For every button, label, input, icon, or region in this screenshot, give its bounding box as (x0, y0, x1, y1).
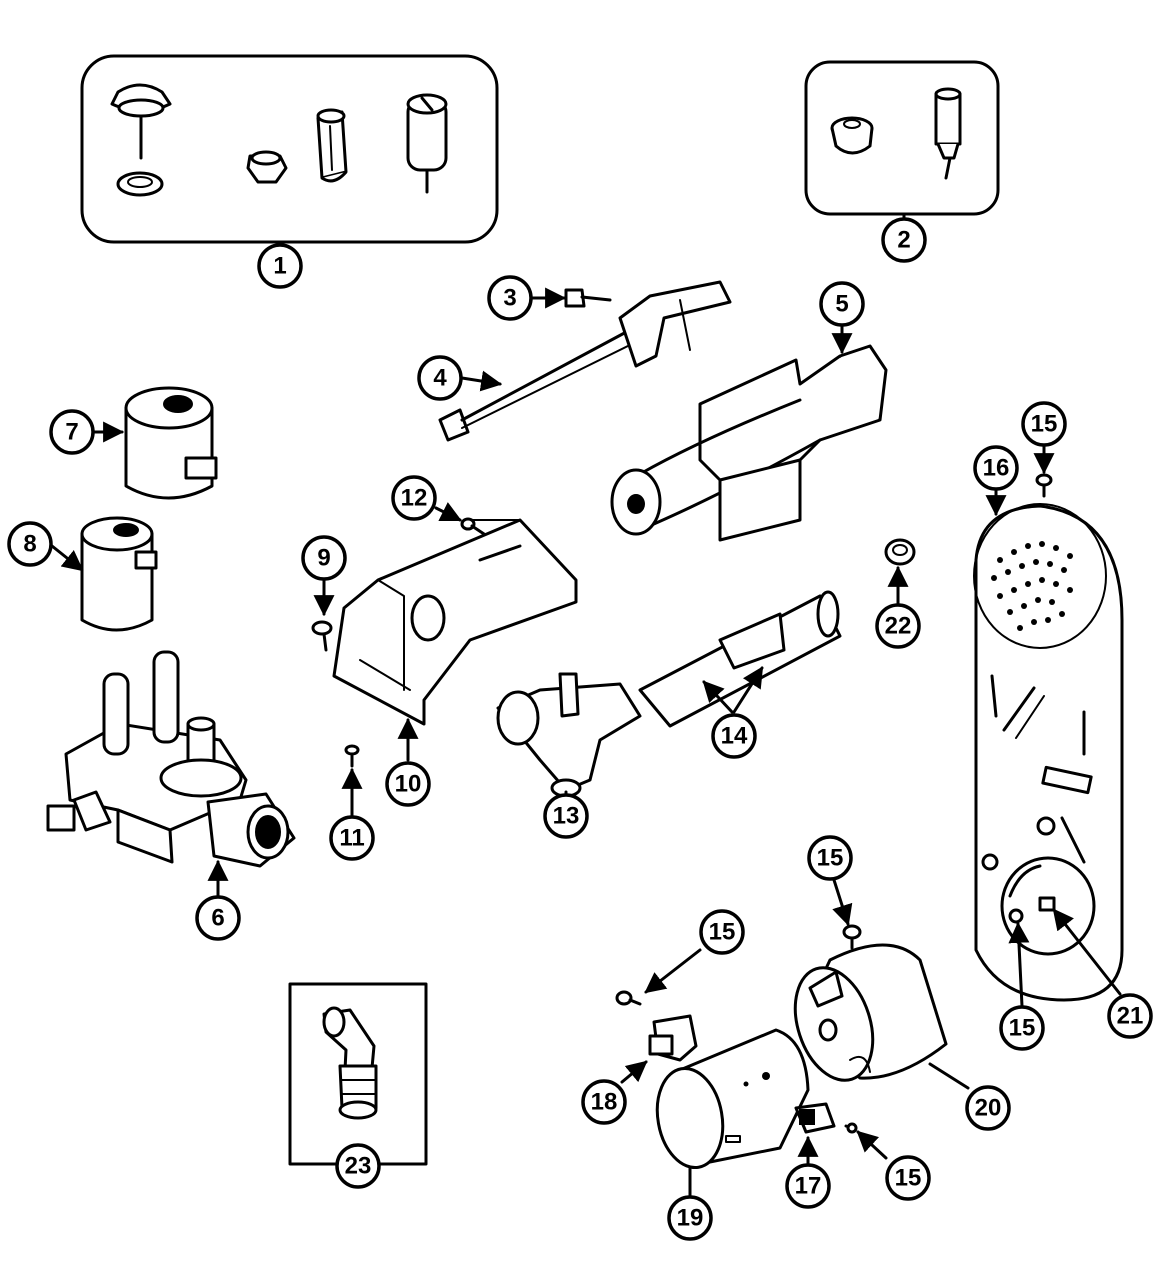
callout-label: 13 (553, 803, 580, 830)
callout-17: 17 (785, 1163, 831, 1209)
part-4-igniter (438, 280, 732, 442)
callout-15-e: 15 (885, 1155, 931, 1201)
callout-label: 15 (817, 845, 844, 872)
callout-label: 15 (1031, 411, 1058, 438)
callout-10: 10 (385, 761, 431, 807)
part-15-screw-cyl (842, 924, 862, 950)
callouts: 1 2 3 4 5 6 7 8 9 10 11 12 13 14 15 15 1… (7, 217, 1153, 1241)
callout-15-b: 15 (999, 1005, 1045, 1051)
part-16-housing (973, 503, 1124, 1002)
callout-label: 1 (273, 253, 286, 280)
callout-label: 22 (885, 613, 912, 640)
part-7-coil (124, 386, 218, 500)
part-14-pipe (638, 590, 842, 728)
callout-label: 2 (897, 227, 910, 254)
callout-label: 18 (591, 1089, 618, 1116)
part-15-screw-17 (844, 1122, 858, 1134)
callout-9: 9 (301, 535, 347, 581)
kit1-cap (110, 83, 172, 197)
callout-7: 7 (49, 409, 95, 455)
callout-8: 8 (7, 521, 53, 567)
callout-15-c: 15 (807, 835, 853, 881)
callout-label: 19 (677, 1205, 704, 1232)
callout-label: 15 (895, 1165, 922, 1192)
part-5-burner (610, 344, 888, 542)
callout-label: 12 (401, 485, 428, 512)
kit-box-1 (80, 54, 499, 244)
callout-1: 1 (257, 243, 303, 289)
part-15-screw-plate (1008, 908, 1024, 924)
part-10-bracket (332, 518, 578, 726)
part-13-elbow (496, 672, 642, 798)
part-9-screw (311, 620, 333, 652)
part-15-screw-top (1035, 473, 1053, 498)
callout-2: 2 (881, 217, 927, 263)
callout-5: 5 (819, 281, 865, 327)
part-15-screw-bracket (615, 990, 642, 1006)
callout-label: 15 (1009, 1015, 1036, 1042)
kit1-nut (246, 150, 288, 184)
callout-label: 4 (433, 365, 447, 392)
part-20-cylinder (793, 943, 948, 1082)
callout-label: 21 (1117, 1003, 1144, 1030)
callout-label: 6 (211, 905, 224, 932)
part-17-thermostat (794, 1102, 836, 1134)
kit1-holder (406, 93, 448, 194)
part-19-cylinder (655, 1028, 810, 1170)
callout-23: 23 (335, 1143, 381, 1189)
callout-14: 14 (711, 713, 757, 759)
part-12-screw (460, 517, 486, 536)
kit-box-23 (288, 982, 428, 1166)
callout-3: 3 (487, 275, 533, 321)
callout-label: 16 (983, 455, 1010, 482)
callout-label: 7 (65, 419, 78, 446)
callout-18: 18 (581, 1079, 627, 1125)
callout-label: 14 (721, 723, 748, 750)
callout-label: 9 (317, 545, 330, 572)
part-22-plug (884, 538, 916, 566)
callout-16: 16 (973, 445, 1019, 491)
callout-label: 3 (503, 285, 516, 312)
leader-lines (50, 212, 1122, 1198)
kit2-fitting (830, 116, 874, 155)
kit1-orifice (316, 108, 348, 183)
callout-label: 15 (709, 919, 736, 946)
kit-box-2 (804, 60, 1000, 216)
callout-4: 4 (417, 355, 463, 401)
callout-20: 20 (965, 1085, 1011, 1131)
callout-11: 11 (329, 815, 375, 861)
callout-6: 6 (195, 895, 241, 941)
part-18-bracket (648, 1014, 698, 1062)
callout-13: 13 (543, 793, 589, 839)
callout-label: 23 (345, 1153, 372, 1180)
callout-label: 20 (975, 1095, 1002, 1122)
part-6-valve (46, 650, 296, 868)
kit2-orifice (934, 87, 962, 180)
part-11-screw (344, 744, 360, 768)
callout-label: 11 (339, 825, 364, 852)
part-8-coil (80, 516, 158, 632)
callout-21: 21 (1107, 993, 1153, 1039)
callout-15-a: 15 (1021, 401, 1067, 447)
callout-label: 8 (23, 531, 36, 558)
callout-19: 19 (667, 1195, 713, 1241)
callout-12: 12 (391, 475, 437, 521)
part-23-elbow-fitting (322, 1006, 378, 1120)
callout-22: 22 (875, 603, 921, 649)
callout-label: 5 (835, 291, 848, 318)
callout-label: 17 (795, 1173, 822, 1200)
callout-15-d: 15 (699, 909, 745, 955)
part-3-screw (564, 288, 612, 308)
callout-label: 10 (395, 771, 422, 798)
housing-perforations (991, 541, 1073, 631)
